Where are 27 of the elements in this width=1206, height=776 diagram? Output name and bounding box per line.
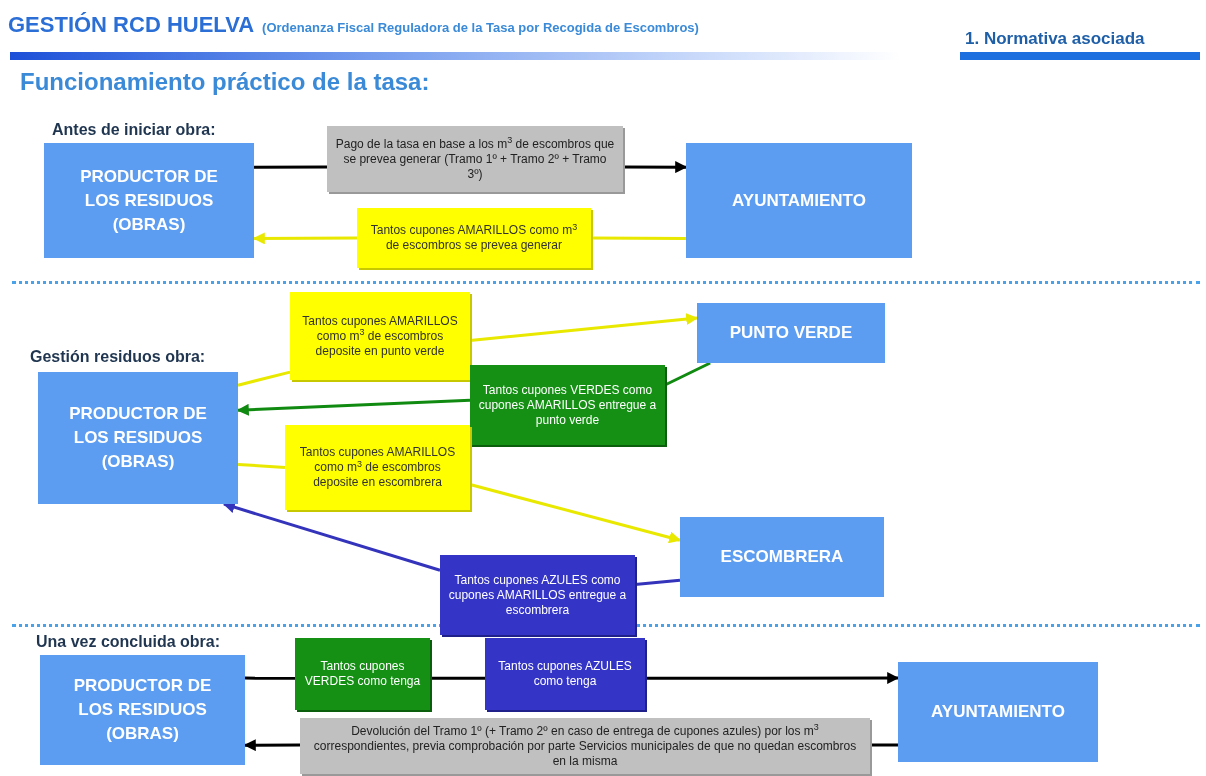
note-box: Tantos cupones AZULES como cupones AMARILLOS entregue a escombrera [440,555,635,635]
arrow [469,483,682,544]
arrow [645,672,900,684]
entity-box: PUNTO VERDE [697,303,885,363]
arrow [469,313,699,342]
note-box: Devolución del Tramo 1º (+ Tramo 2º en caso de entrega de cupones azules) por los m$^{3}$ correspondientes, previa comprobación por parte Servicios municipales de que no quedan escombros en la misma [300,718,870,774]
note-box: Pago de la tasa en base a los m$^{3}$ de escombros que se prevea generar (Tramo 1º + Tramo 2º + Tramo 3º) [327,126,623,192]
section-heading: 1. Normativa asociada [965,28,1145,50]
entity-box: ESCOMBRERA [680,517,884,597]
entity-box: PRODUCTOR DE LOS RESIDUOS (OBRAS) [40,655,245,765]
note-box: Tantos cupones AMARILLOS como m$^{3}$ de escombros deposite en punto verde [290,292,470,380]
title: GESTIÓN RCD HUELVA [8,11,255,39]
entity-box: AYUNTAMIENTO [898,662,1098,762]
entity-box: PRODUCTOR DE LOS RESIDUOS (OBRAS) [44,143,254,258]
section-heading: Una vez concluida obra: [36,632,221,652]
subtitle: (Ordenanza Fiscal Reguladora de la Tasa por Recogida de Escombros) [262,19,699,37]
section-heading: Funcionamiento práctico de la tasa: [20,67,430,97]
note-box: Tantos cupones VERDES como tenga [295,638,430,710]
section-heading: Gestión residuos obra: [30,347,206,367]
note-box: Tantos cupones VERDES como cupones AMARILLOS entregue a punto verde [470,365,665,445]
entity-box: AYUNTAMIENTO [686,143,912,258]
note-box: Tantos cupones AZULES como tenga [485,638,645,710]
arrow [623,161,688,174]
entity-box: PRODUCTOR DE LOS RESIDUOS (OBRAS) [38,372,238,504]
note-box: Tantos cupones AMARILLOS como m$^{3}$ de escombros se prevea generar [357,208,591,268]
section-heading: Antes de iniciar obra: [52,120,216,140]
note-box: Tantos cupones AMARILLOS como m$^{3}$ de escombros deposite en escombrera [285,425,470,510]
